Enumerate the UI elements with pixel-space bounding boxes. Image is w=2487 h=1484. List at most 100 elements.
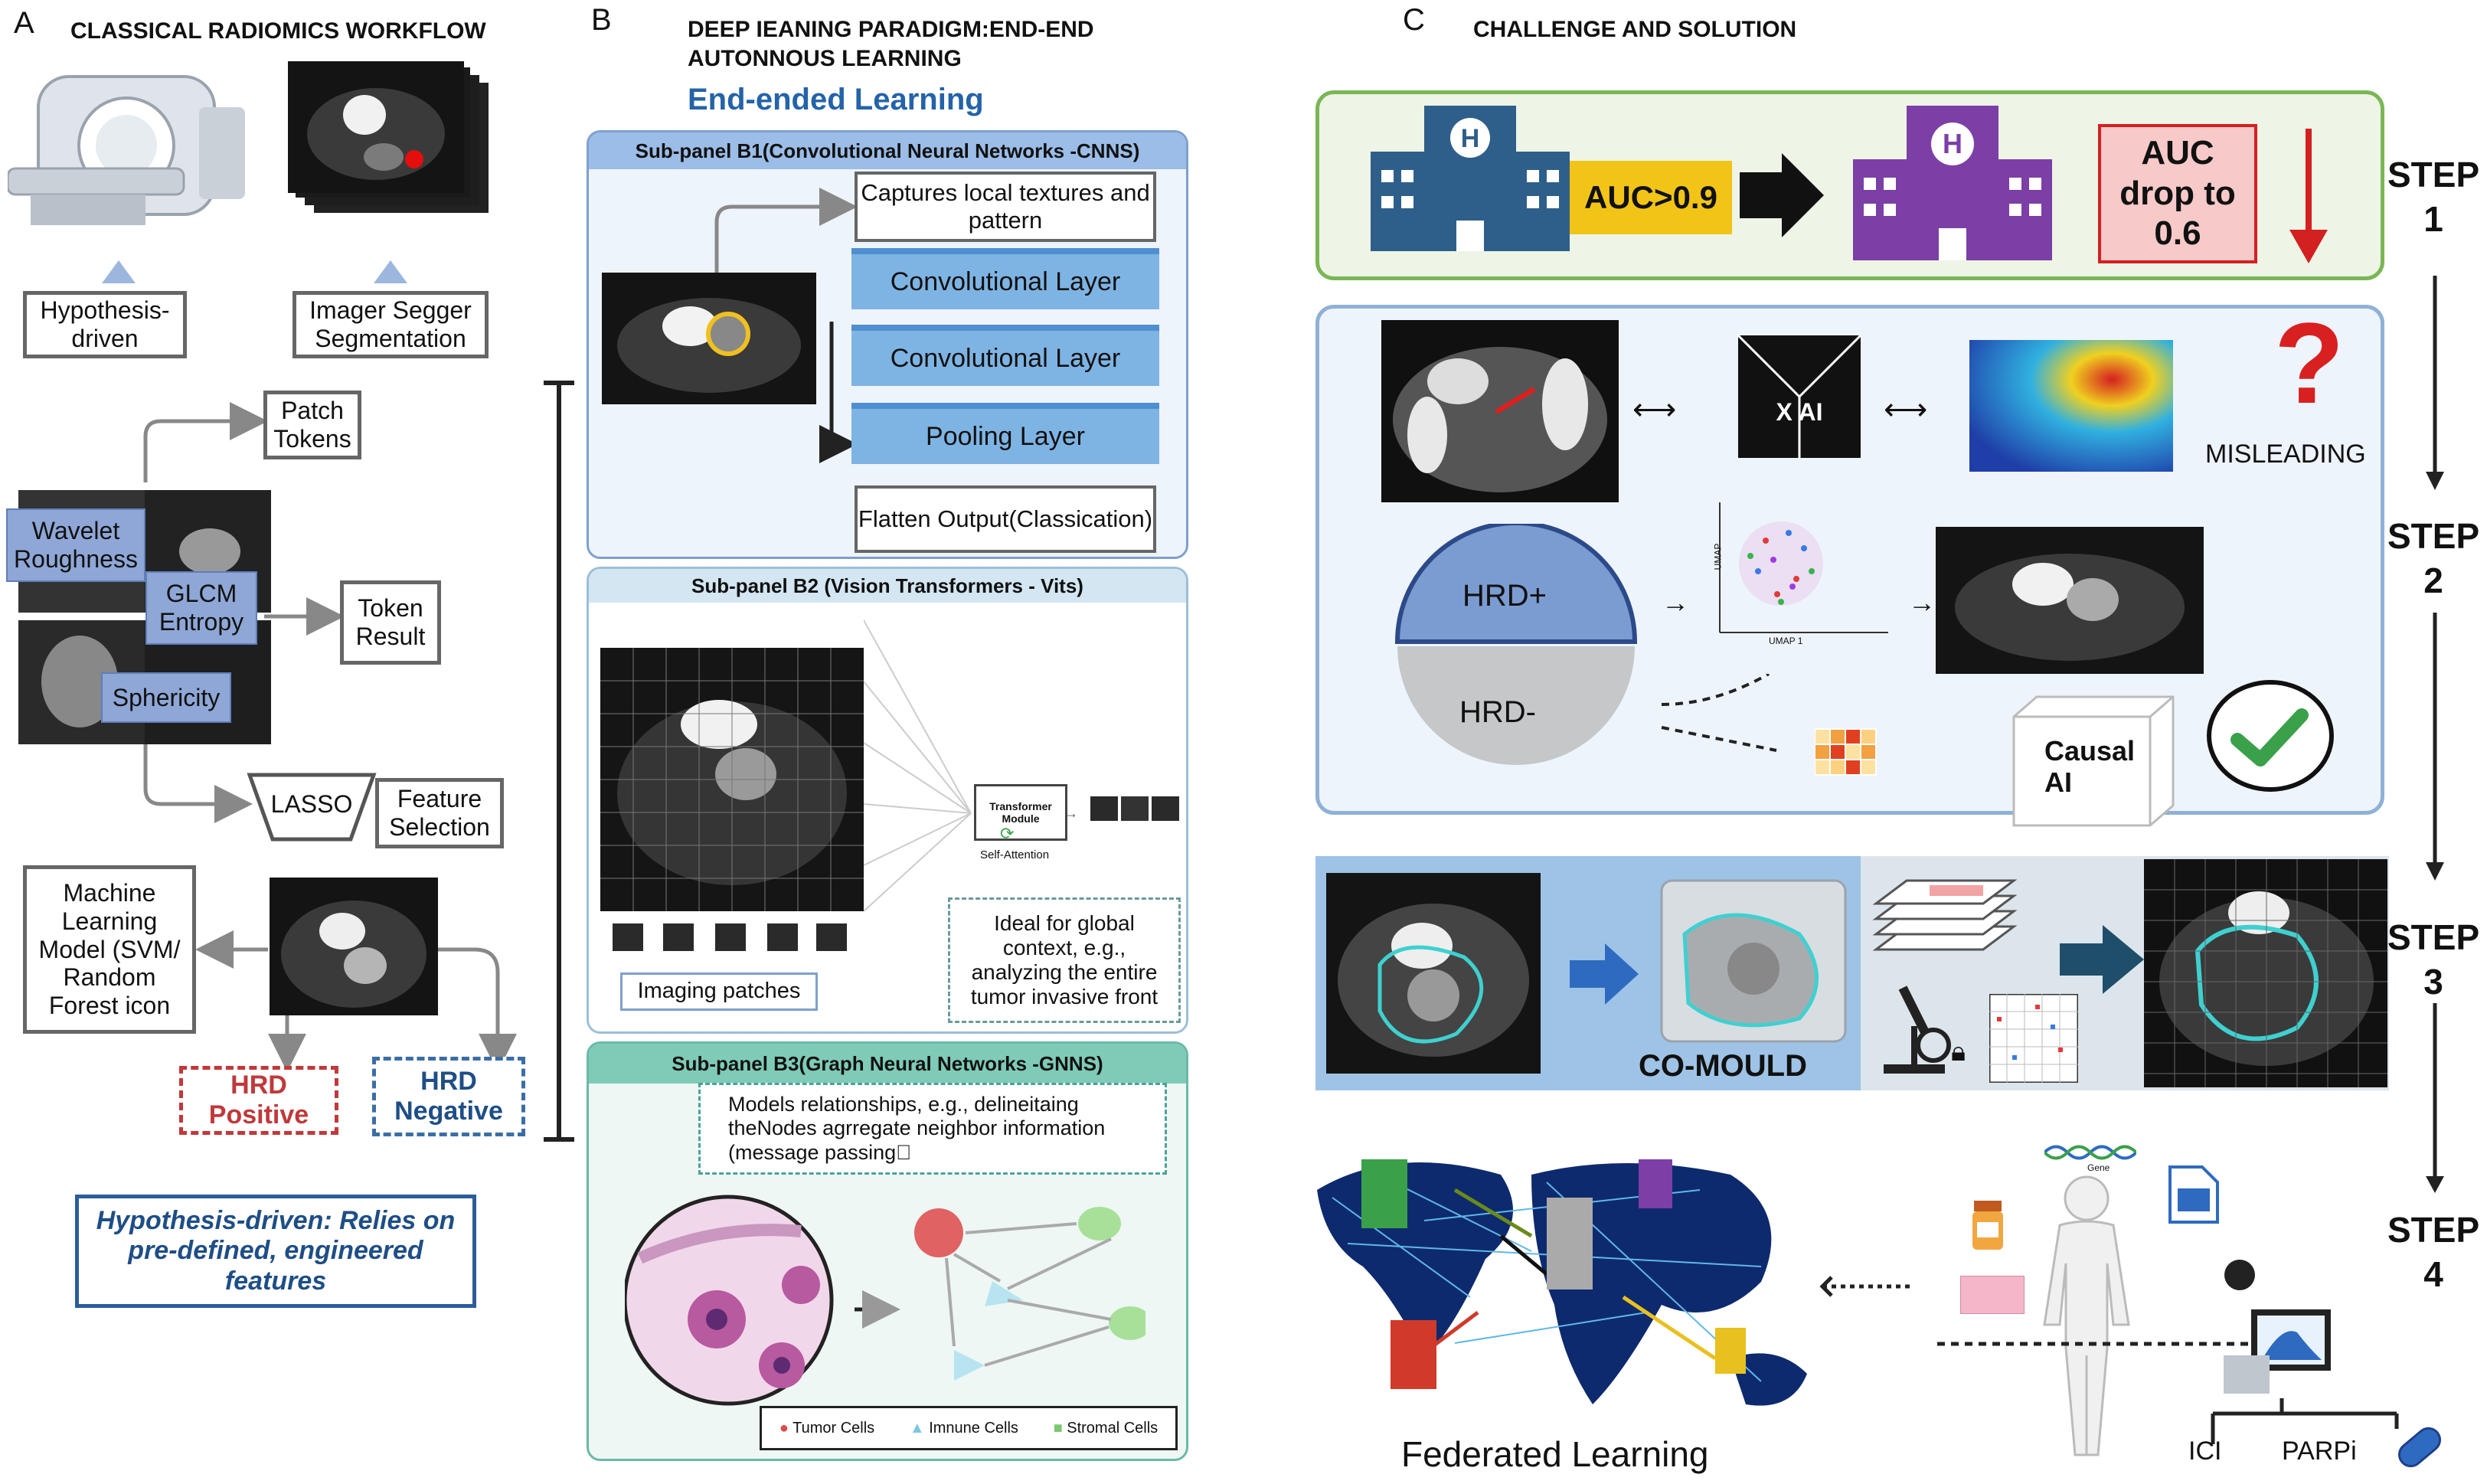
b3-models-note: Models relationships, e.g., delineitaing…: [698, 1083, 1167, 1175]
human-figure-icon: [2043, 1175, 2130, 1456]
arrow-right-icon: →: [1908, 587, 1936, 618]
wavelet-roughness-box: Wavelet Roughness: [6, 508, 145, 582]
pooling-layer: Pooling Layer: [851, 403, 1159, 464]
legend-stromal: ■ Stromal Cells: [1053, 1419, 1159, 1437]
gene-label: Gene: [2087, 1162, 2110, 1173]
causal-ai-label: Causal AI: [2044, 735, 2136, 799]
arrow-right-icon: [1740, 153, 1824, 237]
conv-layer-2: Convolutional Layer: [851, 325, 1159, 386]
mri-grid-contour: [2144, 859, 2387, 1087]
treatment-branch: [2211, 1398, 2399, 1444]
patch-thumb: [767, 923, 798, 951]
microscope-icon: [1884, 986, 1951, 1074]
b2-ideal-note: Ideal for global context, e.g., analyzin…: [948, 897, 1181, 1023]
transformer-module-box: Transformer Module: [974, 784, 1067, 841]
xai-cube-icon: [1737, 334, 1862, 458]
dna-icon: [2044, 1145, 2136, 1160]
lasso-label: LASSO: [270, 790, 353, 818]
panel-b-subtitle: End-ended Learning: [688, 83, 984, 116]
world-map-network: [1317, 1159, 1807, 1406]
slide-stack-icon: [1872, 879, 2018, 951]
arrow-up-icon: [102, 260, 136, 283]
step-arrows: [2426, 276, 2444, 1193]
imaging-patches-label: Imaging patches: [620, 972, 818, 1011]
hospital-purple-icon: H: [1853, 106, 2052, 260]
b2-attention-lines: [864, 619, 972, 912]
b1-header: Sub-panel B1(Convolutional Neural Networ…: [589, 132, 1186, 169]
mri-scanner-icon: [8, 75, 245, 225]
double-arrow-icon: ⟷: [1884, 393, 1928, 427]
legend-immune: ▲ Imnune Cells: [909, 1419, 1018, 1437]
hrd-negative-box: HRD Negative: [372, 1057, 525, 1136]
panel-a-connectors: [143, 402, 517, 1072]
co-mould-label: CO-MOULD: [1639, 1049, 1807, 1083]
segmentation-box: Imager Segger Segmentation: [292, 291, 489, 358]
cycle-icon: ⟳: [1000, 824, 1015, 843]
hrd-circle: [1394, 524, 1638, 765]
panel-b-title-1: DEEP IEANING PARADIGM:END-END: [688, 17, 1094, 42]
xai-label: X AI: [1776, 398, 1823, 426]
ct-scan-image: [270, 878, 438, 1015]
b3-legend: ● Tumor Cells ▲ Imnune Cells ■ Stromal C…: [760, 1406, 1178, 1450]
b1-ct-image: [602, 273, 816, 404]
hypothesis-note: Hypothesis-driven: Relies on pre-defined…: [75, 1195, 476, 1308]
hrd-pos-label: HRD+: [1462, 579, 1547, 613]
ml-model-box: Machine Learning Model (SVM/ Random Fore…: [23, 865, 196, 1034]
panel-c-title: CHALLENGE AND SOLUTION: [1473, 17, 1797, 42]
arrow-right-blue-icon: [1570, 943, 1639, 1005]
document-icon: [2168, 1165, 2219, 1224]
b1-captures-box: Captures local textures and pattern: [855, 172, 1156, 242]
ct-pelvis-image: [1381, 320, 1619, 502]
output-patch: [1121, 796, 1149, 821]
conv-layer-1: Convolutional Layer: [851, 248, 1159, 309]
mri-result-image: [1936, 527, 2204, 674]
feature-selection-box: Feature Selection: [375, 778, 504, 848]
causal-cube-icon: [2012, 695, 2175, 827]
legend-tumor: ● Tumor Cells: [779, 1419, 875, 1437]
heatmap-image: [1969, 340, 2173, 472]
capsule-icon: [2398, 1427, 2441, 1468]
b2-header: Sub-panel B2 (Vision Transformers - Vits…: [589, 569, 1186, 603]
b3-header: Sub-panel B3(Graph Neural Networks -GNNS…: [589, 1044, 1186, 1084]
b1-output-box: Flatten Output(Classication): [855, 485, 1156, 553]
arrow-right-teal-icon: [2060, 925, 2144, 994]
causal-heatmap-icon: [1815, 728, 1877, 776]
panel-b-letter: B: [591, 3, 612, 37]
self-attention-label: Self-Attention: [980, 848, 1050, 861]
panel-a-letter: A: [14, 6, 34, 40]
output-patch: [1152, 796, 1179, 821]
pill-bottle-icon: [1972, 1201, 2003, 1250]
co-mould-block: [1660, 879, 1847, 1043]
double-arrow-icon: ⟷: [1632, 393, 1677, 427]
dashed-arrows: [1661, 674, 1777, 752]
svg-text:H: H: [1461, 124, 1480, 153]
b3-cell-graph: [625, 1195, 1145, 1406]
output-patch: [1090, 796, 1118, 821]
hypothesis-box: Hypothesis-driven: [23, 291, 187, 358]
panel-a-title: CLASSICAL RADIOMICS WORKFLOW: [70, 18, 486, 44]
grid-matrix-icon: [1989, 994, 2078, 1083]
patch-thumb: [816, 923, 847, 951]
check-circle-icon: [2207, 680, 2334, 792]
hospital-blue-icon: H: [1371, 106, 1570, 251]
ici-label: ICI: [2188, 1437, 2222, 1466]
auc-drop-badge: AUC drop to 0.6: [2098, 124, 2257, 263]
svg-text:H: H: [1943, 128, 1962, 159]
arrow-right-icon: →: [1662, 587, 1689, 618]
step-3-label: STEP 3: [2387, 917, 2480, 1002]
step-1-label: STEP 1: [2387, 155, 2480, 239]
question-mark-icon: ?: [2274, 299, 2345, 427]
misleading-label: MISLEADING: [2205, 440, 2366, 469]
mri-slice-front: [288, 61, 464, 193]
bracket-divider: [544, 381, 574, 1142]
patch-thumb: [663, 923, 694, 951]
b1-arrows: [714, 188, 858, 463]
sphericity-box: Sphericity: [101, 672, 231, 723]
lock-icon: 🔒︎: [1951, 1035, 1966, 1067]
hrd-positive-box: HRD Positive: [179, 1066, 338, 1135]
step-2-label: STEP 2: [2387, 516, 2480, 600]
arrow-right-icon: →: [1064, 806, 1078, 821]
federated-learning-label: Federated Learning: [1401, 1434, 1709, 1474]
tissue-slide-icon: [1960, 1276, 2025, 1314]
down-arrow-red-icon: [2289, 129, 2328, 263]
